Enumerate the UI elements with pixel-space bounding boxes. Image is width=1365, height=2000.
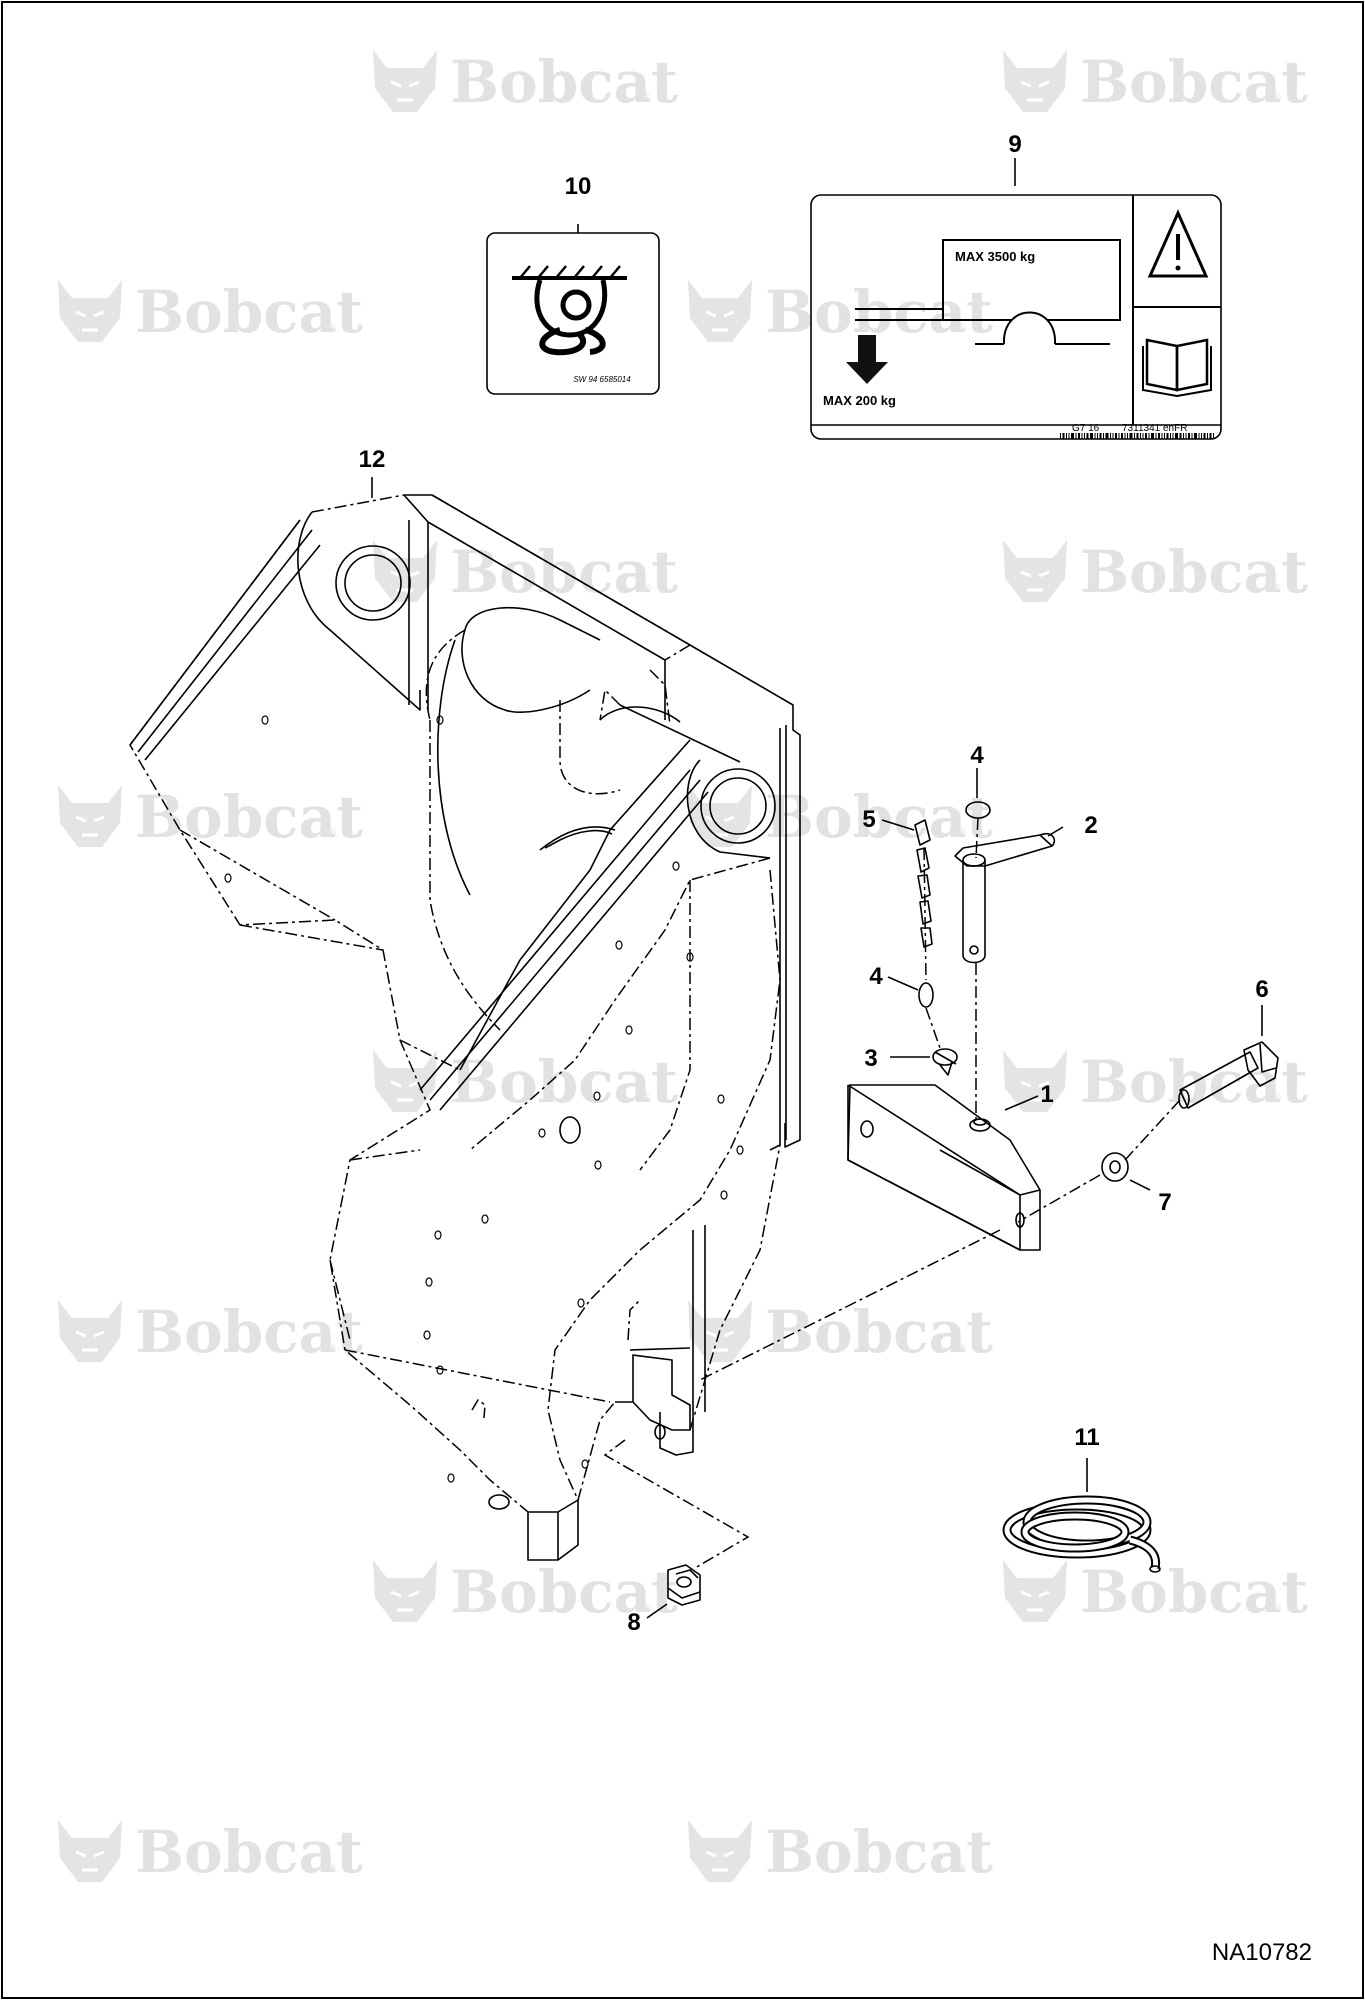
watermark-text: Bobcat [765, 1818, 993, 1886]
watermark-registered: ® [957, 1341, 966, 1355]
flange-nut [667, 1564, 701, 1606]
clip-pin [932, 1048, 958, 1076]
watermark-registered: ® [957, 321, 966, 335]
decal-10: SW 94 6585014 [486, 232, 660, 395]
watermark-text: Bobcat [135, 278, 363, 346]
watermark-text: Bobcat [765, 783, 993, 851]
bobcat-watermark: Bobcat® [58, 1298, 363, 1366]
bobcat-watermark: Bobcat® [1003, 48, 1308, 116]
watermark-text: Bobcat [1080, 1558, 1308, 1626]
watermark-text: Bobcat [765, 1298, 993, 1366]
watermark-registered: ® [327, 321, 336, 335]
watermark-registered: ® [642, 1091, 651, 1105]
bobcat-watermark: Bobcat® [688, 1298, 993, 1366]
washer [1101, 1152, 1129, 1182]
watermark-registered: ® [327, 826, 336, 840]
watermark-registered: ® [642, 91, 651, 105]
watermark-registered: ® [327, 1341, 336, 1355]
watermark-registered: ® [642, 581, 651, 595]
watermark-text: Bobcat [1080, 538, 1308, 606]
watermark-text: Bobcat [135, 1298, 363, 1366]
bobcat-watermark: Bobcat® [373, 538, 678, 606]
bobcat-watermark: Bobcat® [373, 1558, 678, 1626]
drawing-number: NA10782 [1212, 1939, 1312, 1966]
watermark-text: Bobcat [450, 48, 678, 116]
decal-9-code-left: G7 16 [1072, 423, 1100, 434]
watermark-text: Bobcat [765, 278, 993, 346]
watermark-text: Bobcat [135, 783, 363, 851]
hose-coil [1002, 1495, 1161, 1573]
max-tongue-load: MAX 200 kg [823, 393, 896, 408]
callout-labels: 1 2 3 4 4 5 6 7 8 9 10 11 12 [359, 131, 1269, 1636]
callout-6: 6 [1255, 976, 1268, 1003]
tow-frame [129, 494, 801, 1561]
watermark-text: Bobcat [450, 1558, 678, 1626]
watermark-registered: ® [642, 1601, 651, 1615]
callout-11: 11 [1074, 1424, 1099, 1451]
watermark-registered: ® [1272, 91, 1281, 105]
bobcat-watermark: Bobcat® [58, 783, 363, 851]
decal-10-code: SW 94 6585014 [573, 375, 631, 384]
leader-lines [371, 158, 1263, 1619]
callout-2: 2 [1084, 812, 1097, 839]
watermark-text: Bobcat [1080, 48, 1308, 116]
barcode [1060, 433, 1214, 439]
decal-9: MAX 3500 kg MAX 200 kg G7 16 7311341 enF… [810, 194, 1222, 440]
assembly-lines [603, 817, 1181, 1569]
bobcat-watermark: Bobcat® [373, 48, 678, 116]
watermark-text: Bobcat [450, 1048, 678, 1116]
watermark-registered: ® [327, 1861, 336, 1875]
max-trailer-load: MAX 3500 kg [955, 249, 1035, 264]
callout-4-lower: 4 [869, 963, 883, 990]
watermark-registered: ® [957, 1861, 966, 1875]
bobcat-watermark: Bobcat® [1003, 1558, 1308, 1626]
watermark-registered: ® [1272, 1601, 1281, 1615]
hitch-pin [954, 832, 1056, 964]
watermark-registered: ® [1272, 581, 1281, 595]
decal-9-code-right: 7311341 enFR [1122, 423, 1187, 434]
bobcat-watermark: Bobcat® [688, 783, 993, 851]
bobcat-watermark: Bobcat® [1003, 538, 1308, 606]
bobcat-watermark: Bobcat® [373, 1048, 678, 1116]
watermark-text: Bobcat [135, 1818, 363, 1886]
callout-9: 9 [1008, 131, 1021, 158]
callout-8: 8 [627, 1609, 640, 1636]
hitch-plate [847, 1084, 1041, 1251]
callout-7: 7 [1158, 1189, 1171, 1216]
bobcat-watermark: Bobcat® [58, 1818, 363, 1886]
bobcat-watermark: Bobcat® [58, 278, 363, 346]
callout-12: 12 [359, 446, 386, 473]
callout-10: 10 [565, 173, 592, 200]
callout-1: 1 [1040, 1081, 1053, 1108]
watermark-layer: Bobcat®Bobcat®Bobcat®Bobcat®Bobcat®Bobca… [58, 48, 1308, 1886]
callout-3: 3 [864, 1045, 877, 1072]
callout-4-top: 4 [970, 742, 984, 769]
o-ring-lower [918, 982, 934, 1008]
bobcat-watermark: Bobcat® [688, 278, 993, 346]
frame-holes [224, 715, 744, 1483]
watermark-registered: ® [957, 826, 966, 840]
bobcat-watermark: Bobcat® [688, 1818, 993, 1886]
watermark-registered: ® [1272, 1091, 1281, 1105]
callout-5: 5 [862, 806, 875, 833]
bolt [1178, 1041, 1279, 1109]
